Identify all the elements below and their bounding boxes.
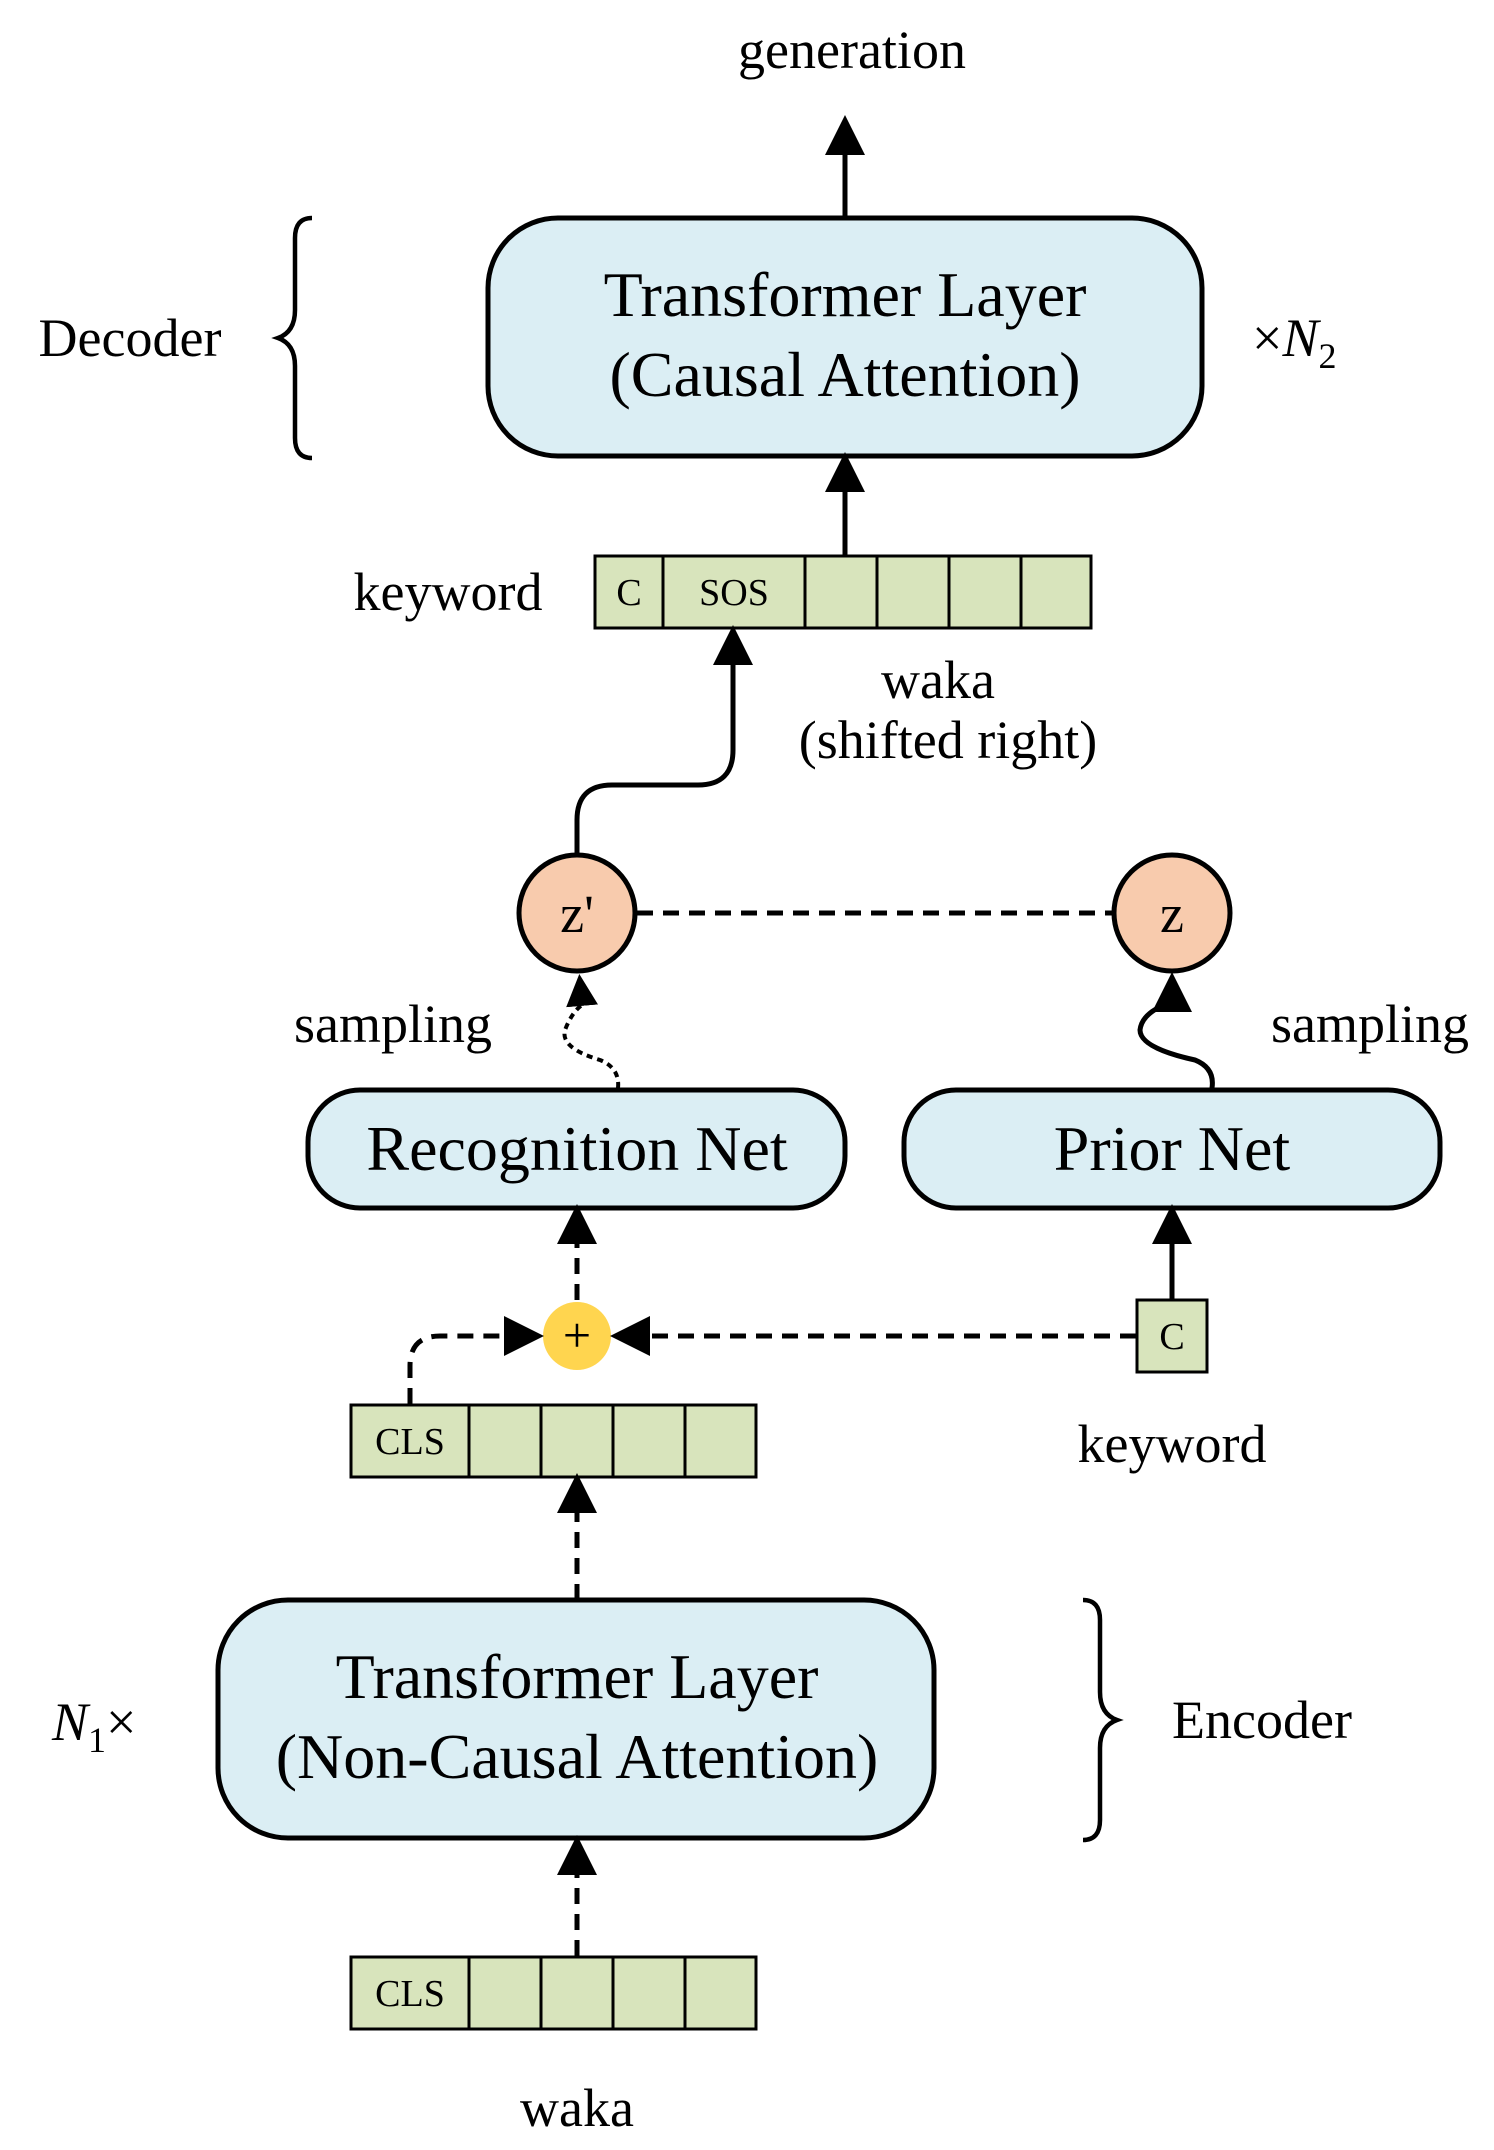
- encoder-output-token-row: CLS: [349, 1403, 758, 1479]
- waka-shifted-label-2: (shifted right): [799, 710, 1097, 770]
- encoder-transformer-box: Transformer Layer (Non-Causal Attention): [215, 1597, 937, 1841]
- token-cell: [875, 554, 951, 630]
- decoder-sos-token: SOS: [699, 572, 769, 614]
- encoder-repeat-sub: 1: [88, 1720, 106, 1760]
- sampling-right-label: sampling: [1271, 994, 1469, 1054]
- decoder-label: Decoder: [39, 308, 222, 368]
- recognition-net-box: Recognition Net: [305, 1087, 848, 1211]
- prior-net-box: Prior Net: [901, 1087, 1443, 1211]
- cls-to-plus-arrow: [407, 1316, 544, 1404]
- token-cell: [467, 1403, 543, 1479]
- prior-net-label: Prior Net: [1054, 1113, 1291, 1184]
- decoder-repeat-var: N: [1281, 308, 1321, 368]
- decoder-brace: [271, 215, 313, 461]
- encoder-box-line1: Transformer Layer: [336, 1641, 819, 1712]
- encoder-repeat-var: N: [51, 1692, 91, 1752]
- token-cell: [349, 1403, 471, 1479]
- token-cell: [803, 554, 879, 630]
- token-cell: [1019, 554, 1093, 630]
- z-node: z: [1111, 852, 1233, 974]
- token-cell: [539, 1403, 615, 1479]
- decoder-repeat-label: ×N2: [1252, 308, 1337, 376]
- decoder-transformer-box: Transformer Layer (Causal Attention): [485, 215, 1205, 459]
- cls-mid-token: CLS: [375, 1421, 445, 1463]
- cls-bottom-token: CLS: [375, 1973, 445, 2015]
- z-prime-to-sos-arrow: [574, 625, 753, 855]
- decoder-c-token: C: [616, 572, 641, 614]
- token-cell: [611, 1955, 687, 2031]
- keyword-bottom-label: keyword: [1078, 1414, 1267, 1474]
- decoder-box-line1: Transformer Layer: [604, 259, 1087, 330]
- decoder-token-row: C SOS: [593, 554, 1093, 630]
- generation-label: generation: [738, 20, 966, 80]
- encoder-box-line2: (Non-Causal Attention): [276, 1721, 879, 1792]
- plus-text: +: [563, 1307, 591, 1363]
- decoder-repeat-times: ×: [1252, 308, 1282, 368]
- recognition-net-label: Recognition Net: [366, 1113, 787, 1184]
- token-cell: [947, 554, 1023, 630]
- token-cell: [683, 1955, 758, 2031]
- keyword-top-label: keyword: [354, 562, 543, 622]
- encoder-repeat-label: N1×: [51, 1692, 137, 1760]
- sampling-left-label: sampling: [294, 994, 492, 1054]
- encoder-repeat-times: ×: [106, 1692, 136, 1752]
- keyword-c-cell: [1135, 1298, 1209, 1374]
- encoder-label: Encoder: [1172, 1690, 1352, 1750]
- waka-bottom-label: waka: [520, 2078, 634, 2138]
- decoder-repeat-sub: 2: [1319, 336, 1337, 376]
- token-cell: [349, 1955, 471, 2031]
- encoder-input-token-row: CLS: [349, 1955, 758, 2031]
- z-prime-text: z': [560, 884, 594, 944]
- prior-sampling-squiggle: [1137, 972, 1215, 1089]
- encoder-brace: [1082, 1597, 1124, 1843]
- token-cell: [683, 1403, 758, 1479]
- z-prime-node: z': [516, 852, 638, 974]
- decoder-box-line2: (Causal Attention): [609, 339, 1080, 410]
- waka-shifted-label-1: waka: [881, 650, 995, 710]
- recognition-sampling-squiggle: [562, 974, 621, 1089]
- token-cell: [611, 1403, 687, 1479]
- z-text: z: [1160, 884, 1184, 944]
- keyword-c-token: C: [1159, 1316, 1184, 1358]
- token-cell: [539, 1955, 615, 2031]
- token-cell: [467, 1955, 543, 2031]
- plus-node: +: [543, 1302, 611, 1370]
